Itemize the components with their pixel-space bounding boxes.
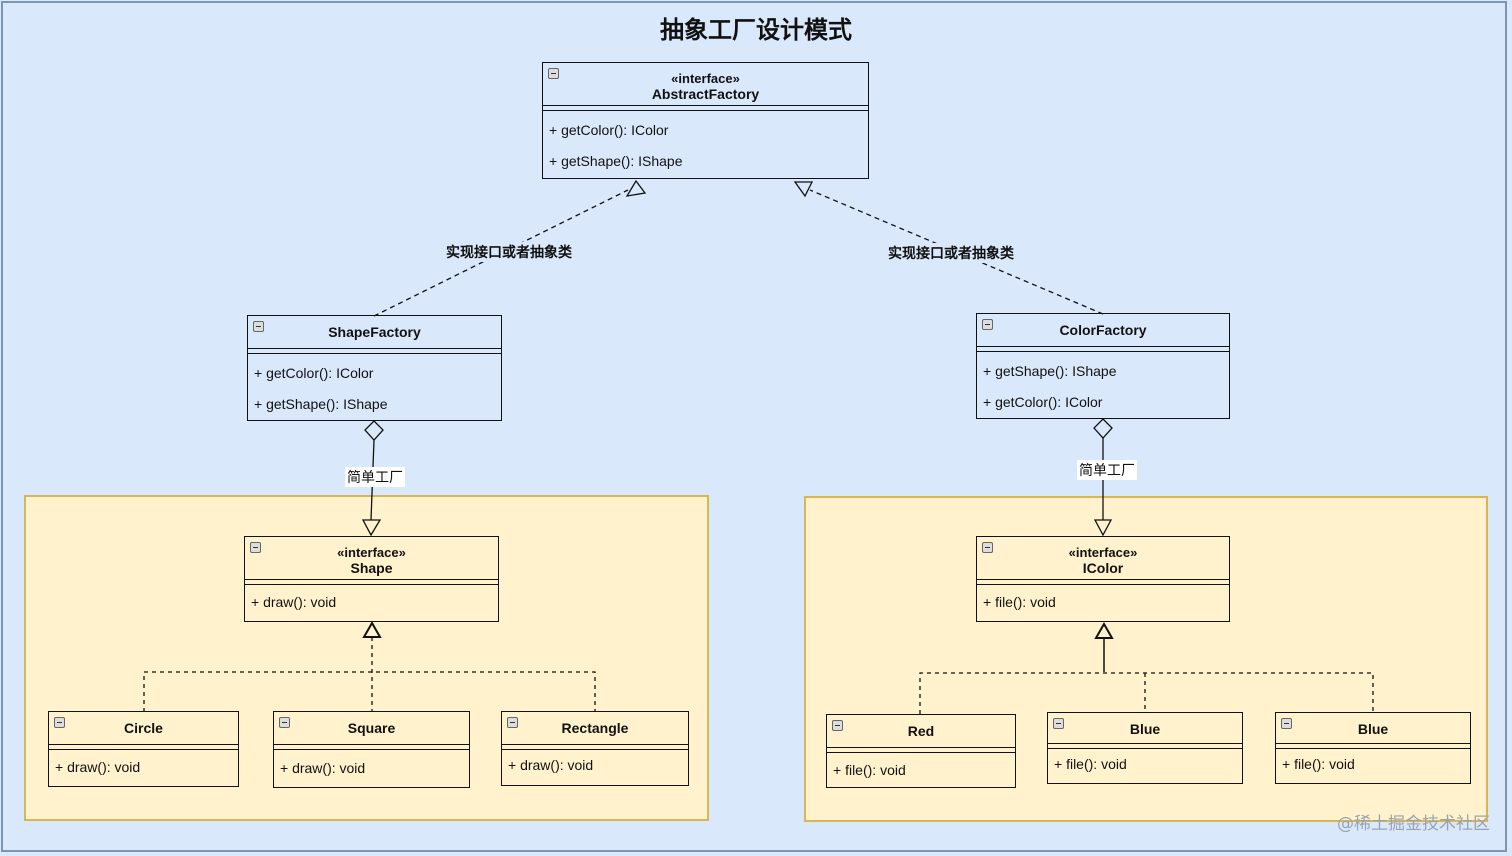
class-shape-factory[interactable]: ShapeFactory + getColor(): IColor + getS…	[247, 315, 502, 421]
edge-label-simple-factory-right: 简单工厂	[1077, 460, 1137, 480]
compartment-divider	[274, 744, 469, 750]
class-abstract-factory[interactable]: «interface» AbstractFactory + getColor()…	[542, 62, 869, 179]
collapse-toggle-icon[interactable]	[832, 720, 843, 731]
compartment-divider	[827, 747, 1015, 753]
class-blue-2[interactable]: Blue + file(): void	[1275, 712, 1471, 784]
method: + draw(): void	[55, 759, 141, 775]
method: + file(): void	[833, 762, 906, 778]
color-group-container	[804, 496, 1488, 822]
class-name: Shape	[350, 560, 393, 576]
compartment-divider	[1276, 743, 1470, 749]
class-name: Circle	[124, 720, 163, 736]
method: + getColor(): IColor	[983, 394, 1103, 410]
stereotype-label: «interface»	[337, 545, 406, 560]
method: + getShape(): IShape	[254, 396, 388, 412]
class-name: IColor	[1082, 560, 1124, 576]
class-circle[interactable]: Circle + draw(): void	[48, 711, 239, 787]
class-name: Blue	[1129, 721, 1161, 737]
method: + draw(): void	[251, 594, 337, 610]
class-name: AbstractFactory	[651, 86, 760, 102]
collapse-toggle-icon[interactable]	[1053, 718, 1064, 729]
stereotype-label: «interface»	[671, 71, 740, 86]
stereotype-label: «interface»	[1068, 545, 1138, 560]
collapse-toggle-icon[interactable]	[250, 542, 261, 553]
method: + getColor(): IColor	[549, 122, 669, 138]
method: + getColor(): IColor	[254, 365, 374, 381]
class-name: Rectangle	[561, 720, 629, 736]
class-rectangle[interactable]: Rectangle + draw(): void	[501, 711, 689, 786]
compartment-divider	[502, 744, 688, 750]
diagram-title: 抽象工厂设计模式	[660, 16, 852, 44]
compartment-divider	[1048, 743, 1242, 749]
collapse-toggle-icon[interactable]	[548, 68, 559, 79]
class-icolor-interface[interactable]: «interface» IColor + file(): void	[976, 536, 1230, 622]
class-name: Blue	[1357, 721, 1389, 737]
compartment-divider	[245, 579, 498, 585]
collapse-toggle-icon[interactable]	[982, 542, 993, 553]
method: + getShape(): IShape	[983, 363, 1117, 379]
collapse-toggle-icon[interactable]	[507, 717, 518, 728]
collapse-toggle-icon[interactable]	[253, 321, 264, 332]
class-blue[interactable]: Blue + file(): void	[1047, 712, 1243, 784]
compartment-divider	[543, 105, 868, 111]
collapse-toggle-icon[interactable]	[982, 319, 993, 330]
class-name: Red	[907, 723, 935, 739]
method: + getShape(): IShape	[549, 153, 683, 169]
watermark: @稀土掘金技术社区	[1337, 814, 1490, 834]
class-name: ColorFactory	[1059, 322, 1147, 338]
edge-label-simple-factory-left: 简单工厂	[345, 467, 405, 487]
class-red[interactable]: Red + file(): void	[826, 714, 1016, 788]
class-name: Square	[347, 720, 396, 736]
method: + file(): void	[1282, 756, 1355, 772]
class-shape-interface[interactable]: «interface» Shape + draw(): void	[244, 536, 499, 622]
class-square[interactable]: Square + draw(): void	[273, 711, 470, 788]
method: + draw(): void	[280, 760, 366, 776]
collapse-toggle-icon[interactable]	[1281, 718, 1292, 729]
compartment-divider	[977, 346, 1229, 352]
compartment-divider	[248, 348, 501, 354]
collapse-toggle-icon[interactable]	[54, 717, 65, 728]
edge-label-implements-right: 实现接口或者抽象类	[886, 243, 1016, 263]
method: + file(): void	[1054, 756, 1127, 772]
method: + draw(): void	[508, 757, 594, 773]
collapse-toggle-icon[interactable]	[279, 717, 290, 728]
compartment-divider	[977, 579, 1229, 585]
compartment-divider	[49, 744, 238, 750]
method: + file(): void	[983, 594, 1056, 610]
class-color-factory[interactable]: ColorFactory + getShape(): IShape + getC…	[976, 313, 1230, 419]
class-name: ShapeFactory	[328, 324, 421, 340]
edge-label-implements-left: 实现接口或者抽象类	[444, 242, 574, 262]
